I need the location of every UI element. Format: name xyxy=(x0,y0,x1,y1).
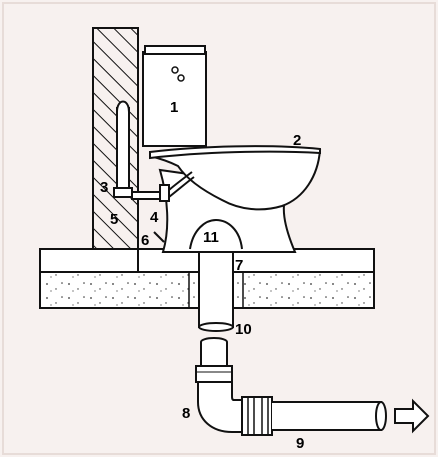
sewer-elbow-pipe xyxy=(195,337,387,436)
label-2: 2 xyxy=(293,132,301,149)
label-4: 4 xyxy=(150,209,159,226)
floor-drain-pipe xyxy=(188,244,244,332)
toilet-bowl xyxy=(149,148,322,211)
label-9: 9 xyxy=(296,435,304,452)
cistern-lid xyxy=(144,45,206,55)
water-supply-pipe xyxy=(113,100,195,202)
label-3: 3 xyxy=(100,179,108,196)
label-5: 5 xyxy=(110,211,118,228)
outlet-arch xyxy=(189,218,243,250)
label-1: 1 xyxy=(170,99,178,116)
label-8: 8 xyxy=(182,405,190,422)
fixing-bolt xyxy=(153,231,165,243)
wall xyxy=(92,27,139,273)
flush-button-icon xyxy=(171,66,179,74)
label-10: 10 xyxy=(235,321,252,338)
flush-button-icon xyxy=(177,74,185,82)
label-6: 6 xyxy=(141,232,149,249)
label-11: 11 xyxy=(203,229,219,246)
flow-arrow-icon xyxy=(394,398,430,434)
label-7: 7 xyxy=(235,257,243,274)
toilet-seat xyxy=(149,145,321,160)
